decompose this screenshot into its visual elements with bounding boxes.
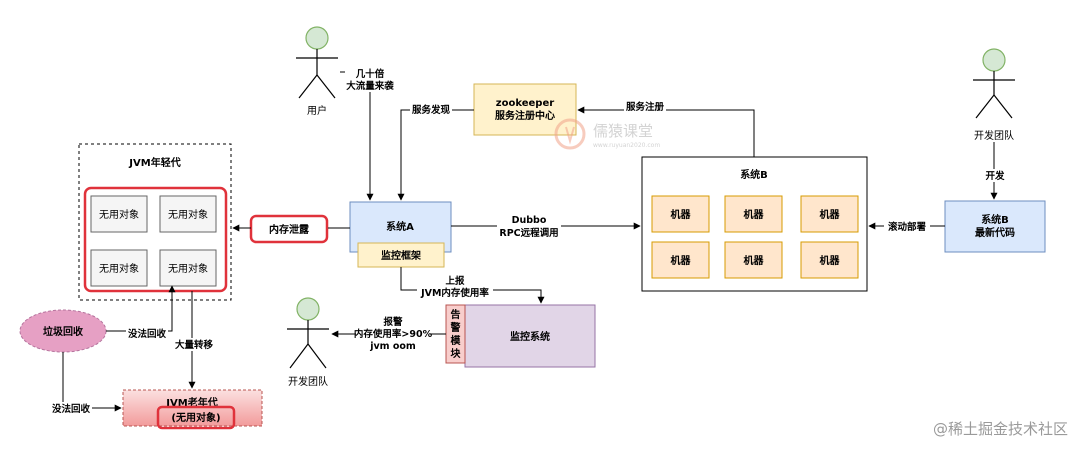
ruyuan-watermark: 儒猿课堂 www.ruyuan2020.com <box>554 118 660 150</box>
svg-text:无用对象: 无用对象 <box>99 262 139 275</box>
machine-label: 机器 <box>744 254 765 267</box>
label-alert-3: jvm oom <box>369 341 416 352</box>
label-dubbo-2: RPC远程调用 <box>499 227 558 239</box>
svg-text:无用对象: 无用对象 <box>168 208 208 221</box>
machines-group: 机器机器机器机器机器机器 <box>651 195 859 279</box>
machine-label: 机器 <box>820 208 841 221</box>
zookeeper-node: zookeeper 服务注册中心 <box>473 83 577 136</box>
unused-object-2: 无用对象 <box>159 195 217 233</box>
label-service-discovery: 服务发现 <box>412 104 451 116</box>
young-gen-highlight <box>83 186 228 293</box>
alert-module-node: 告 警 模 块 <box>445 304 466 364</box>
alert-module-char-2: 警 <box>450 321 461 334</box>
ruyuan-logo-icon <box>554 118 586 150</box>
label-traffic-1: 几十倍 <box>356 68 385 80</box>
system-b-new-node: 系统B 最新代码 <box>944 200 1046 253</box>
label-rolling-deploy: 滚动部署 <box>888 221 927 233</box>
user-actor-icon <box>296 26 338 99</box>
label-dubbo-1: Dubbo <box>512 215 547 226</box>
machine-label: 机器 <box>671 254 692 267</box>
watermark-url: www.ruyuan2020.com <box>593 142 660 149</box>
zookeeper-subtitle: 服务注册中心 <box>495 109 555 122</box>
zookeeper-title: zookeeper <box>496 98 554 109</box>
memory-leak-label: 内存泄露 <box>269 223 310 236</box>
system-a-label: 系统A <box>386 220 414 233</box>
monitor-framework-label: 监控框架 <box>381 249 421 262</box>
unused-object-3: 无用对象 <box>90 249 148 287</box>
label-report-1: 上报 <box>445 275 465 287</box>
monitor-framework-node: 监控框架 <box>357 242 445 268</box>
jvm-old-gen: JVM老年代 (无用对象) <box>122 389 263 430</box>
machine-label: 机器 <box>820 254 841 267</box>
alert-module-char-1: 告 <box>451 308 461 321</box>
jvm-young-gen-label: JVM年轻代 <box>128 156 180 169</box>
edge-service-discovery <box>397 109 474 201</box>
machine-label: 机器 <box>744 208 765 221</box>
label-traffic-2: 大流量来袭 <box>346 80 394 92</box>
machine-3: 机器 <box>800 195 859 233</box>
system-b-cluster-label: 系统B <box>740 168 768 181</box>
label-alert-1: 报警 <box>383 316 403 328</box>
machine-2: 机器 <box>724 195 783 233</box>
monitor-system-label: 监控系统 <box>510 330 550 343</box>
machine-5: 机器 <box>724 241 783 279</box>
user-label: 用户 <box>307 104 327 117</box>
label-mass-transfer: 大量转移 <box>175 339 214 351</box>
label-report-2: JVM内存使用率 <box>420 287 489 299</box>
unused-object-1: 无用对象 <box>90 195 148 233</box>
memory-leak-node: 内存泄露 <box>249 214 329 244</box>
gc-label: 垃圾回收 <box>43 325 83 338</box>
old-gen-highlight <box>156 405 236 430</box>
svg-text:无用对象: 无用对象 <box>99 208 139 221</box>
juejin-watermark: @稀土掘金技术社区 <box>933 420 1068 438</box>
dev-team-right-label: 开发团队 <box>974 129 1014 142</box>
svg-text:无用对象: 无用对象 <box>168 262 208 275</box>
machine-label: 机器 <box>671 208 692 221</box>
dev-team-bottom-actor-icon <box>287 297 329 369</box>
monitor-system-node: 监控系统 <box>464 304 596 368</box>
label-gc-fail-2: 没法回收 <box>52 403 91 415</box>
alert-module-char-4: 块 <box>451 347 462 360</box>
gc-node: 垃圾回收 <box>19 309 107 353</box>
unused-object-4: 无用对象 <box>159 249 217 287</box>
system-b-new-subtitle: 最新代码 <box>975 226 1015 239</box>
dev-team-right-actor-icon <box>973 48 1015 119</box>
alert-module-char-3: 模 <box>451 334 462 347</box>
jvm-old-gen-sublabel: (无用对象) <box>171 411 220 424</box>
machine-1: 机器 <box>651 195 710 233</box>
machine-4: 机器 <box>651 241 710 279</box>
edge-gc-to-old-gen <box>62 352 122 412</box>
label-gc-fail-1: 没法回收 <box>128 328 167 340</box>
dev-team-bottom-label: 开发团队 <box>288 375 328 388</box>
label-alert-2: 内存使用率>90% <box>354 328 433 340</box>
machine-6: 机器 <box>800 241 859 279</box>
system-b-new-title: 系统B <box>981 213 1009 226</box>
watermark-title: 儒猿课堂 <box>593 122 653 140</box>
label-service-register: 服务注册 <box>626 101 665 113</box>
label-develop: 开发 <box>985 170 1005 182</box>
edge-labels: 几十倍 大流量来袭 服务发现 服务注册 开发 滚动部署 Dubbo RPC远程调… <box>50 66 1006 415</box>
